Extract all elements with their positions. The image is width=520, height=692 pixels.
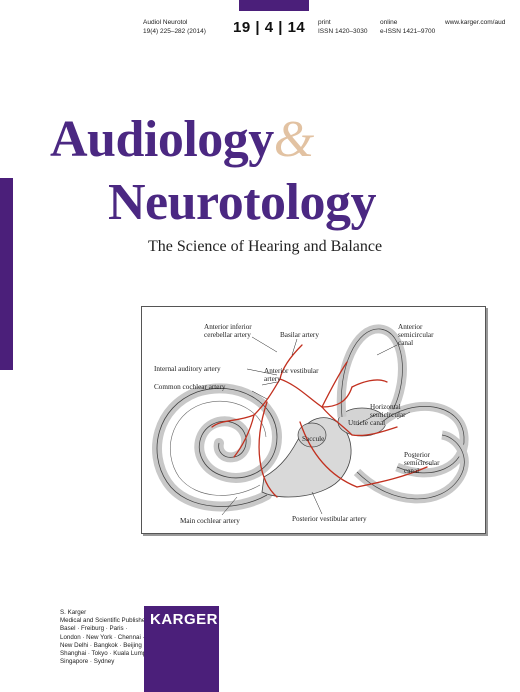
side-accent-bar xyxy=(0,178,13,370)
cochlea-shape xyxy=(152,383,283,512)
label-utricle: Utricle xyxy=(348,419,368,427)
print-issn-block: print ISSN 1420–3030 xyxy=(318,18,368,36)
journal-title-line1: Audiology& xyxy=(50,110,314,170)
online-issn-block: online e-ISSN 1421–9700 xyxy=(380,18,435,36)
issue-number: 19 | 4 | 14 xyxy=(233,19,306,36)
publisher-line: London · New York · Chennai · xyxy=(60,633,145,641)
label-posterior-vestibular-artery: Posterior vestibular artery xyxy=(292,515,367,523)
publisher-logo-box xyxy=(144,606,219,692)
journal-abbrev: Audiol Neurotol xyxy=(143,19,188,26)
leader-lines xyxy=(221,336,433,516)
publisher-line: Medical and Scientific Publishers xyxy=(60,617,151,625)
publisher-line: S. Karger xyxy=(60,609,87,616)
arteries xyxy=(211,344,428,498)
journal-title-line2: Neurotology xyxy=(108,174,376,231)
print-issn: ISSN 1420–3030 xyxy=(318,28,368,35)
title-word-audiology: Audiology xyxy=(50,111,274,168)
online-issn: e-ISSN 1421–9700 xyxy=(380,28,436,35)
label-saccule: Saccule xyxy=(302,435,324,443)
publisher-info: S. Karger Medical and Scientific Publish… xyxy=(60,609,156,666)
label-main-cochlear-artery: Main cochlear artery xyxy=(180,517,240,525)
publisher-line: Shanghai · Tokyo · Kuala Lumpur · xyxy=(60,650,156,658)
label-basilar-artery: Basilar artery xyxy=(280,331,319,339)
top-accent-bar xyxy=(239,0,309,11)
print-label: print xyxy=(318,19,331,26)
title-ampersand: & xyxy=(273,111,314,168)
journal-url[interactable]: www.karger.com/aud xyxy=(445,19,506,26)
publisher-line: New Delhi · Bangkok · Beijing · xyxy=(60,641,146,649)
journal-citation: Audiol Neurotol 19(4) 225–282 (2014) xyxy=(143,18,206,36)
online-label: online xyxy=(380,19,398,26)
label-internal-auditory-artery: Internal auditory artery xyxy=(154,365,221,373)
label-common-cochlear-artery: Common cochlear artery xyxy=(154,383,226,391)
publisher-line: Basel · Freiburg · Paris · xyxy=(60,625,128,633)
volume-pages: 19(4) 225–282 (2014) xyxy=(143,28,206,35)
semicircular-canals xyxy=(336,324,469,504)
karger-logo: KARGER xyxy=(150,611,219,628)
journal-subtitle: The Science of Hearing and Balance xyxy=(148,238,383,255)
publisher-line: Singapore · Sydney xyxy=(60,658,115,666)
